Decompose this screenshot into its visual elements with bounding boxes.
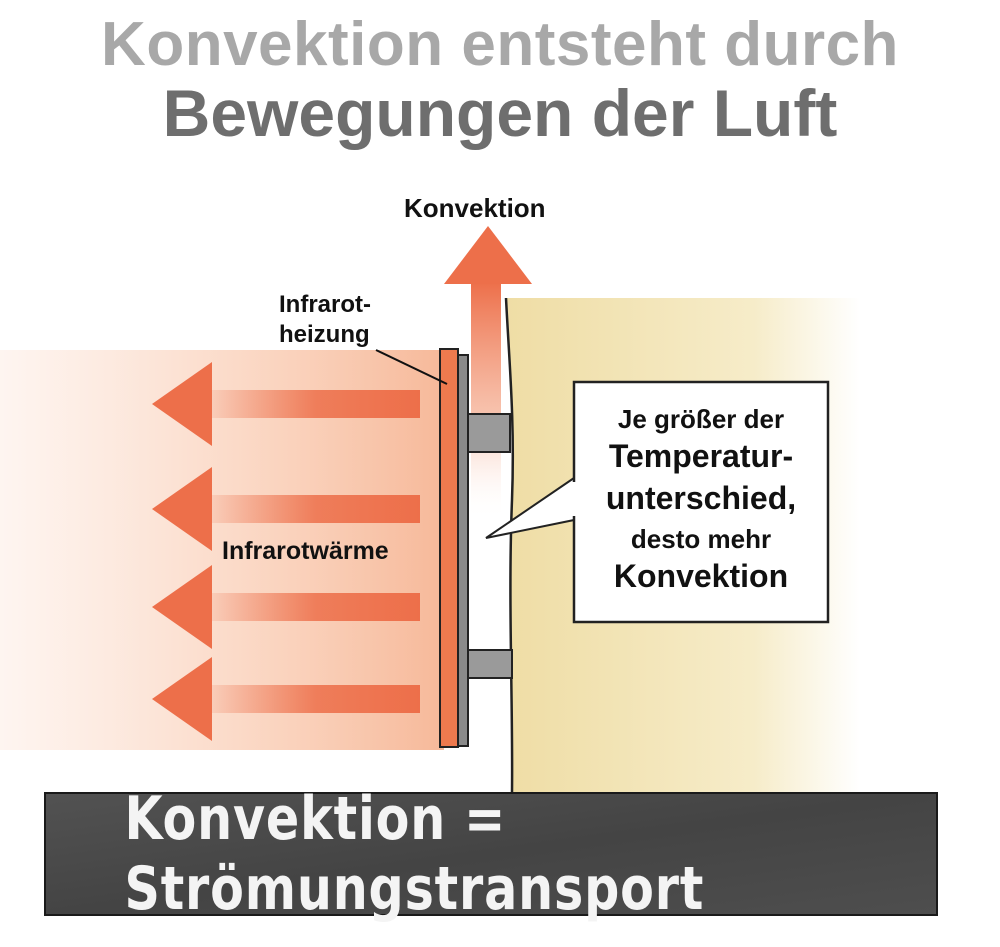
infrared-heat-arrows (152, 362, 420, 741)
heat-arrow-2 (152, 467, 420, 551)
chalkboard-background (44, 792, 938, 916)
infrared-heater-label-line-1: Infrarot- (279, 291, 371, 318)
heater-label-pointer (375, 349, 448, 385)
infrared-heater-label: Infrarot- heizung (279, 290, 371, 350)
heat-arrow-1 (152, 362, 420, 446)
infrared-heater-label-line-2: heizung (279, 321, 370, 348)
callout-line-2: Temperatur- (608, 438, 794, 474)
wall-brackets (465, 413, 513, 679)
infrared-heater-panel (439, 348, 469, 748)
wall-edge (504, 297, 515, 793)
callout-line-5: Konvektion (613, 558, 789, 594)
convection-arrow (444, 226, 532, 520)
infrared-heat-label: Infrarotwärme (222, 537, 389, 565)
title-line-2: Bewegungen der Luft (162, 76, 838, 150)
callout-line-1: Je größer der (617, 404, 785, 434)
heat-arrow-4 (152, 657, 420, 741)
banner-text: Konvektion = Strömungstransport (124, 784, 705, 924)
title-line-1: Konvektion entsteht durch (101, 10, 899, 79)
heat-arrow-3 (152, 565, 420, 649)
callout-box (485, 380, 830, 624)
chalkboard-banner: Konvektion = Strömungstransport (44, 784, 938, 924)
callout-line-3: unterschied, (605, 480, 797, 516)
callout-text: Je größer der Temperatur- unterschied, d… (574, 382, 828, 622)
callout-line-4: desto mehr (630, 524, 772, 554)
convection-arrow-label: Konvektion (404, 193, 546, 223)
